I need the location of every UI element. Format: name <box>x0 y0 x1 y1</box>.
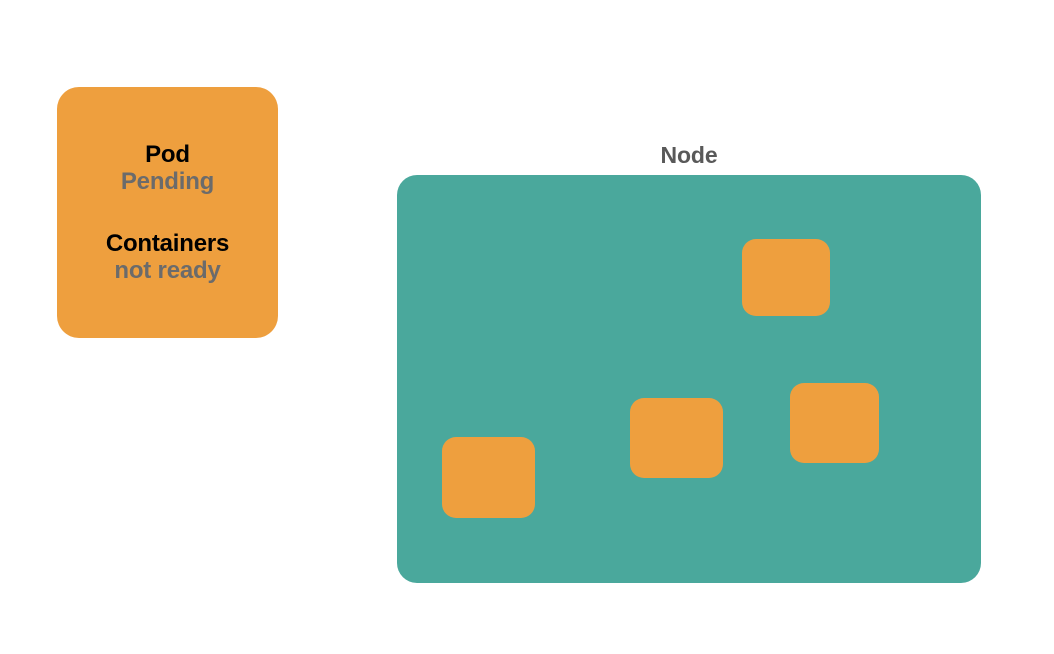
pod-containers-status: not ready <box>114 256 221 284</box>
pod-containers-label: Containers <box>105 229 230 257</box>
container-right <box>790 383 879 463</box>
pod-containers-group: Containers not ready <box>105 229 230 284</box>
pod-text-spacer <box>57 196 278 230</box>
node-box <box>397 175 981 583</box>
pod-status: Pending <box>120 168 215 196</box>
pod-card: Pod Pending Containers not ready <box>57 87 278 338</box>
container-middle <box>630 398 723 478</box>
pod-status-group: Pod Pending <box>121 141 214 195</box>
container-bottom-left <box>442 437 535 518</box>
node-label: Node <box>660 142 718 168</box>
node-group: Node <box>397 142 981 583</box>
container-top-right <box>742 239 830 316</box>
pod-title: Pod <box>145 141 190 169</box>
